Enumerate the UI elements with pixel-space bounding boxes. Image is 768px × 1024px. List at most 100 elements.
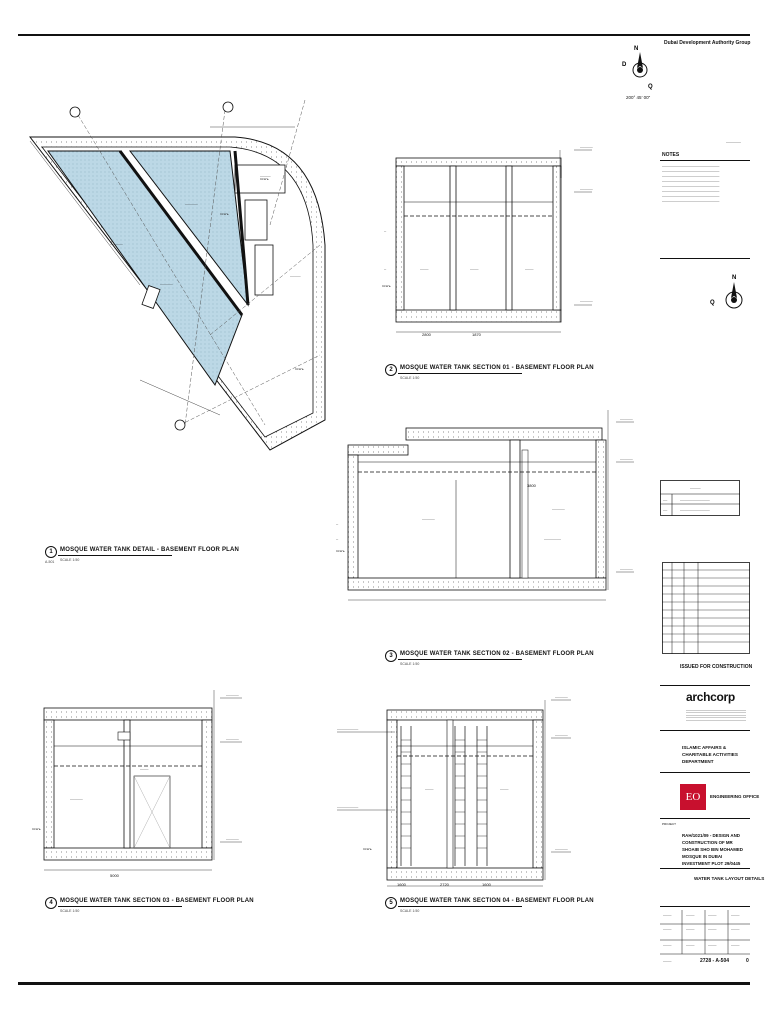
svg-text:──────────: ────────── bbox=[336, 727, 359, 731]
svg-text:─: ─ bbox=[335, 537, 339, 541]
eo-logo: EO bbox=[680, 784, 706, 810]
tank-compartment-2 bbox=[128, 150, 249, 307]
svg-text:────: ──── bbox=[730, 913, 740, 917]
svg-text:────: ──── bbox=[707, 913, 717, 917]
svg-text:CLW ▸: CLW ▸ bbox=[32, 827, 41, 831]
north-arrow-icon: N D Q bbox=[622, 46, 653, 90]
svg-text:──────: ────── bbox=[225, 693, 240, 697]
svg-text:─────: ───── bbox=[289, 274, 302, 278]
section-03-caption-rule bbox=[58, 906, 182, 907]
drawing-info-grid: ──── ──── ──── ──── ──── ──── ──── ──── ──── ──… bbox=[660, 910, 750, 963]
svg-text:──────: ────── bbox=[619, 417, 634, 421]
svg-text:N: N bbox=[634, 46, 638, 52]
svg-text:──────: ────── bbox=[619, 457, 634, 461]
note-line: ─────────────────────────── bbox=[662, 189, 720, 193]
svg-text:──────: ────── bbox=[159, 282, 174, 286]
svg-text:──────────────: ────────────── bbox=[679, 498, 711, 502]
section-03-dim: 5000 bbox=[110, 873, 119, 878]
svg-text:────: ──── bbox=[419, 267, 429, 271]
svg-text:─: ─ bbox=[383, 267, 387, 271]
eo-rule-bottom bbox=[660, 818, 750, 819]
svg-text:N: N bbox=[732, 275, 736, 281]
plan-view-number: 1 bbox=[45, 546, 57, 558]
svg-text:──────: ────── bbox=[69, 797, 84, 801]
svg-text:CLW ▸: CLW ▸ bbox=[260, 177, 269, 181]
svg-text:────: ──── bbox=[730, 927, 740, 931]
top-border-rule bbox=[18, 34, 750, 36]
svg-text:Q: Q bbox=[710, 300, 715, 306]
svg-text:──────: ────── bbox=[554, 695, 569, 699]
note-line: ─────────────────────────── bbox=[662, 169, 720, 173]
svg-text:────────: ──────── bbox=[543, 537, 562, 541]
section-01-scale: SCALE 1:50 bbox=[400, 376, 420, 380]
svg-text:Q: Q bbox=[648, 84, 653, 90]
section-02-dim: 3800 bbox=[527, 483, 536, 488]
key-table: ───── ──────────────── ──────────────── bbox=[660, 480, 740, 516]
section-01-number: 2 bbox=[385, 364, 397, 376]
svg-text:──────: ────── bbox=[619, 567, 634, 571]
svg-text:────: ──── bbox=[685, 913, 695, 917]
section-03-drawing: ────── ────── ────── ────── ──── CLW ▸ bbox=[32, 690, 242, 871]
notes-top-label: ─────── bbox=[726, 140, 741, 144]
drawing-number: 2728 - A-504 bbox=[700, 958, 729, 964]
plan-view-sheet-ref: A-501 bbox=[45, 560, 55, 564]
svg-text:──: ── bbox=[662, 498, 668, 502]
svg-text:────: ──── bbox=[685, 927, 695, 931]
section-02-drawing: ────── ────── ────── ────── ────── ─────… bbox=[335, 410, 634, 601]
project-rule bbox=[660, 868, 750, 869]
svg-text:CLW ▸: CLW ▸ bbox=[336, 549, 345, 553]
svg-text:──────: ────── bbox=[551, 507, 566, 511]
section-01-dim-a: 2800 bbox=[422, 332, 431, 337]
section-04-dim-a: 1600 bbox=[397, 882, 406, 887]
drawing-title-rule bbox=[660, 906, 750, 907]
svg-text:────: ──── bbox=[707, 927, 717, 931]
note-line: ─────────────────────────── bbox=[662, 179, 720, 183]
section-03-scale: SCALE 1:50 bbox=[60, 909, 80, 913]
svg-text:────: ──── bbox=[662, 959, 672, 963]
section-02-number: 3 bbox=[385, 650, 397, 662]
eo-rule-top bbox=[660, 772, 750, 773]
client-rule bbox=[660, 730, 750, 731]
svg-text:─────: ───── bbox=[259, 174, 272, 178]
notes-list: ─────────────────────────── ────────────… bbox=[662, 164, 748, 204]
svg-text:CLW ▸: CLW ▸ bbox=[295, 367, 304, 371]
svg-text:──────────: ────────── bbox=[336, 805, 359, 809]
section-04-caption-rule bbox=[398, 906, 522, 907]
plan-view-title: MOSQUE WATER TANK DETAIL - BASEMENT FLOO… bbox=[60, 547, 240, 553]
svg-text:────: ──── bbox=[424, 787, 434, 791]
svg-text:────: ──── bbox=[707, 943, 717, 947]
section-01-drawing: ────── ────── ────── ──── ──── ──── ─ ─ … bbox=[382, 145, 594, 333]
archcorp-logo: archcorp bbox=[686, 690, 735, 704]
section-02-title: MOSQUE WATER TANK SECTION 02 - BASEMENT … bbox=[400, 651, 594, 657]
project-description: RAH/1021/09 - DESIGN AND CONSTRUCTION OF… bbox=[682, 833, 743, 866]
note-line: ─────────────────────────── bbox=[662, 164, 720, 168]
client-name: ISLAMIC AFFAIRS & CHARITABLE ACTIVITIES … bbox=[682, 745, 738, 764]
svg-text:────: ──── bbox=[139, 767, 149, 771]
svg-text:──────: ────── bbox=[421, 517, 436, 521]
svg-text:──────: ────── bbox=[109, 242, 124, 246]
north-arrow-icon: N Q bbox=[710, 275, 743, 309]
project-label: PROJECT bbox=[662, 822, 677, 826]
svg-text:────: ──── bbox=[730, 943, 740, 947]
note-line: ─────────────────────────── bbox=[662, 194, 720, 198]
svg-text:──────: ────── bbox=[579, 145, 594, 149]
logo-sub-lines bbox=[686, 710, 746, 722]
section-04-drawing: ────── ────── ────── ────────── ────────… bbox=[336, 695, 571, 887]
notes-title-rule bbox=[660, 160, 750, 161]
revision-number: 0 bbox=[746, 958, 749, 964]
plan-view-drawing: ────── ────── ────── ───── ───── CLW ▸ C… bbox=[28, 99, 326, 451]
svg-text:D: D bbox=[622, 62, 627, 68]
svg-text:CLW ▸: CLW ▸ bbox=[220, 212, 229, 216]
section-04-dim-c: 1600 bbox=[482, 882, 491, 887]
svg-text:────: ──── bbox=[662, 943, 672, 947]
section-04-dim-b: 2720 bbox=[440, 882, 449, 887]
issued-rule bbox=[660, 685, 750, 686]
svg-text:──────: ────── bbox=[225, 737, 240, 741]
svg-text:CLW ▸: CLW ▸ bbox=[363, 847, 372, 851]
section-01-caption-rule bbox=[398, 373, 522, 374]
svg-text:CLW ▸: CLW ▸ bbox=[382, 284, 391, 288]
section-02-caption-rule bbox=[398, 659, 522, 660]
svg-text:─: ─ bbox=[335, 522, 339, 526]
section-04-title: MOSQUE WATER TANK SECTION 04 - BASEMENT … bbox=[400, 898, 594, 904]
revision-table bbox=[662, 562, 750, 654]
